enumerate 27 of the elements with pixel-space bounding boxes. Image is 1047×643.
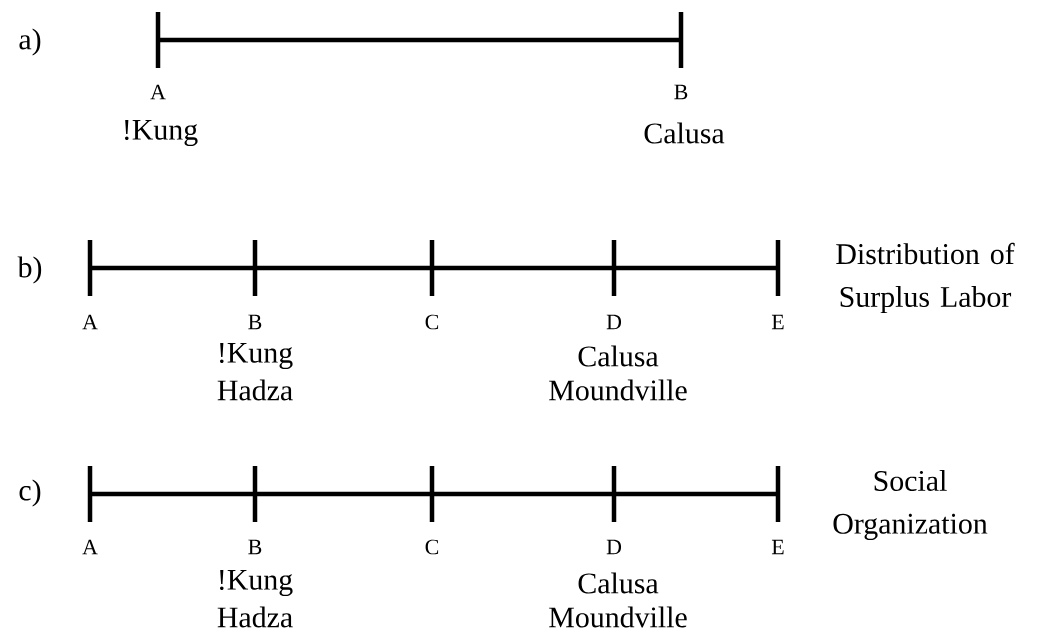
society-name: Calusa [644, 122, 725, 144]
society-name: !Kung [220, 343, 293, 369]
point-letter: A [82, 539, 98, 555]
scale-title: Social Organization [833, 470, 988, 540]
point-letter: E [771, 539, 784, 555]
society-name: Moundville [549, 379, 687, 401]
point-letter: C [425, 539, 439, 555]
society-name: !Kung [125, 120, 198, 146]
point-letter: A [82, 314, 98, 330]
society-name: Moundville [549, 606, 687, 628]
point-letter: A [150, 84, 166, 100]
society-name: Calusa [578, 345, 659, 367]
panel-label: b) [17, 256, 42, 284]
point-letter: E [771, 314, 784, 330]
society-name: Hadza [217, 606, 293, 628]
point-letter: D [606, 314, 622, 330]
point-letter: B [674, 84, 688, 100]
point-letter: B [248, 539, 262, 555]
point-letter: D [606, 539, 622, 555]
society-name: Calusa [578, 572, 659, 594]
panel-label: c) [19, 479, 41, 507]
scale-title: Distribution of Surplus Labor [836, 242, 1015, 314]
point-letter: C [425, 314, 439, 330]
society-name: Hadza [217, 379, 293, 401]
panel-label: a) [19, 28, 41, 56]
point-letter: B [248, 314, 262, 330]
society-name: !Kung [220, 569, 293, 596]
